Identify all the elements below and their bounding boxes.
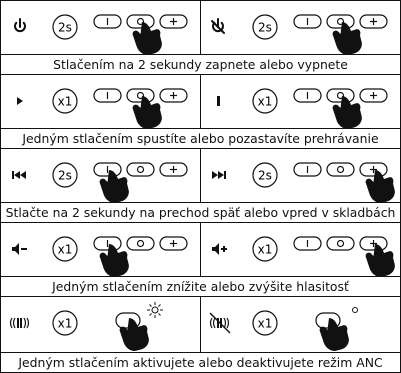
volume-up-diagram: x1 [212,236,395,277]
power-icon [14,18,26,33]
anc-off-panel: x1 [201,297,400,352]
pointing-hand-icon [319,318,349,351]
earbud-buttons [293,14,388,29]
power-off-panel: 2s [201,1,400,55]
volume-up-icon [212,243,227,255]
instruction-caption: Stlačením na 2 sekundy zapnete alebo vyp… [1,54,400,74]
next-track-diagram: 2s [212,162,395,203]
power-on-panel: 2s [1,1,201,55]
press-count-badge [252,310,278,336]
power-on-diagram: 2s [14,14,188,55]
pause-panel: x1 [201,75,400,129]
anc-on-panel: x1 [1,297,201,352]
anc-on-diagram: x1 [9,302,163,351]
pointing-hand-icon [132,96,162,129]
anc-off-icon [209,312,231,334]
pointing-hand-icon [99,170,129,203]
press-duration-label: 2s [58,169,72,183]
pointing-hand-icon [332,22,362,55]
earbud-buttons [293,236,388,251]
instruction-caption: Jedným stlačením spustíte alebo pozastav… [1,128,400,148]
instruction-row-anc: x1 [1,297,400,372]
previous-track-panel: 2s [1,149,201,203]
power-off-diagram: 2s [211,14,388,55]
press-duration-label: 2s [258,169,272,183]
press-count-badge [52,310,78,336]
indicator-light-off-icon [352,307,358,313]
anc-off-diagram: x1 [209,307,358,351]
pointing-hand-icon [119,318,149,351]
instruction-caption: Stlačte na 2 sekundy na prechod späť ale… [1,202,400,222]
volume-up-panel: x1 [201,223,400,277]
press-duration-badge [252,14,278,40]
press-count-badge [52,236,78,262]
volume-down-diagram: x1 [12,236,188,277]
press-duration-badge [52,14,78,40]
previous-track-diagram: 2s [12,162,188,203]
instruction-row-playback: x1 x1 [1,75,400,149]
pointing-hand-icon [365,170,395,203]
instruction-caption: Jedným stlačením znížite alebo zvýšite h… [1,276,400,296]
press-count-label: x1 [58,95,73,109]
earbud-buttons [293,162,388,177]
pause-diagram: x1 [217,88,388,129]
anc-on-icon [9,317,30,329]
play-panel: x1 [1,75,201,129]
volume-down-icon [12,243,27,255]
previous-track-icon [12,171,26,179]
pointing-hand-icon [365,244,395,277]
power-off-icon [211,18,225,34]
press-count-label: x1 [258,243,273,257]
press-count-label: x1 [58,243,73,257]
press-duration-badge [252,162,278,188]
press-count-badge [252,236,278,262]
indicator-light-on-icon [147,302,163,318]
instruction-row-power: 2s 2s [1,1,400,75]
pointing-hand-icon [132,22,162,55]
press-count-badge [252,88,278,114]
next-track-panel: 2s [201,149,400,203]
pointing-hand-icon [332,96,362,129]
pause-icon [217,96,220,106]
press-duration-badge [52,162,78,188]
press-duration-label: 2s [258,21,272,35]
play-diagram: x1 [17,88,188,129]
press-count-label: x1 [58,317,73,331]
earbud-buttons [293,88,388,103]
instruction-row-track: 2s 2s [1,149,400,223]
instruction-row-volume: x1 x1 [1,223,400,297]
earbud-buttons [93,88,188,103]
earbud-buttons [93,162,188,177]
next-track-icon [212,171,226,179]
pointing-hand-icon [99,244,129,277]
earbud-buttons [93,236,188,251]
instruction-caption: Jedným stlačením aktivujete alebo deakti… [1,352,400,372]
press-count-label: x1 [258,317,273,331]
earbud-buttons [93,14,188,29]
press-count-label: x1 [258,95,273,109]
play-icon [17,97,23,105]
press-count-badge [52,88,78,114]
volume-down-panel: x1 [1,223,201,277]
press-duration-label: 2s [58,21,72,35]
